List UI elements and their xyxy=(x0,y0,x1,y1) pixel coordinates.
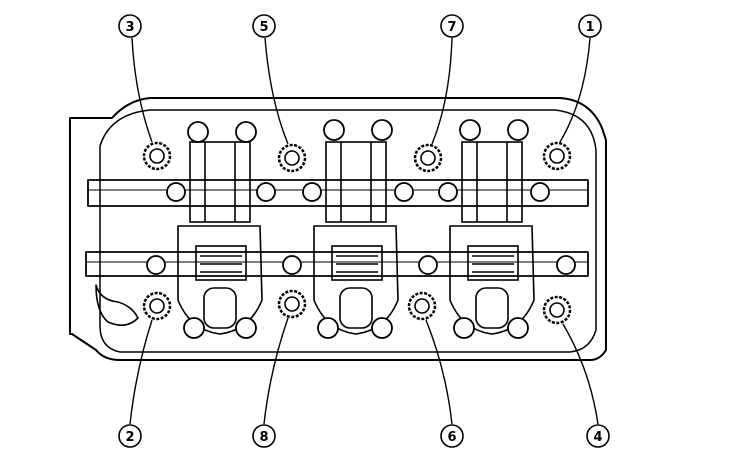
valve-stem xyxy=(317,317,339,339)
valve-stem xyxy=(459,119,481,141)
shaft-support xyxy=(418,255,438,275)
shaft-support xyxy=(256,182,276,202)
valve-stem xyxy=(235,317,257,339)
callout-circle-2 xyxy=(118,424,142,448)
rocker-assembly-2 xyxy=(313,141,399,335)
valve-stem xyxy=(507,119,529,141)
callout-label-6: 6 xyxy=(447,430,456,445)
valve-stem xyxy=(371,119,393,141)
callout-label-1: 1 xyxy=(585,20,594,35)
head-bolt xyxy=(142,141,172,171)
leader-line xyxy=(131,37,153,143)
leader-line xyxy=(425,319,453,425)
callout-circle-6 xyxy=(440,424,464,448)
leader-line xyxy=(559,37,591,143)
leader-line xyxy=(264,37,289,145)
leader-line xyxy=(263,317,289,425)
leader-line xyxy=(129,319,153,425)
shaft-support xyxy=(530,182,550,202)
callout-circle-3 xyxy=(118,14,142,38)
callout-label-8: 8 xyxy=(259,430,268,445)
valve-stem xyxy=(323,119,345,141)
rocker-shaft-upper xyxy=(87,179,589,207)
head-bolt xyxy=(542,141,572,171)
callout-label-4: 4 xyxy=(593,430,602,445)
head-bolt xyxy=(142,291,172,321)
head-bolt xyxy=(407,291,437,321)
rocker-assembly-3 xyxy=(449,141,535,335)
shaft-support xyxy=(166,182,186,202)
callout-circle-7 xyxy=(440,14,464,38)
valve-stem xyxy=(371,317,393,339)
shaft-support xyxy=(556,255,576,275)
valve-stem xyxy=(187,121,209,143)
head-inner-outline xyxy=(99,109,597,353)
callout-circle-5 xyxy=(252,14,276,38)
head-bolt xyxy=(277,143,307,173)
head-bolt xyxy=(413,143,443,173)
leader-line xyxy=(431,37,453,145)
shaft-support xyxy=(302,182,322,202)
callout-label-3: 3 xyxy=(125,20,134,35)
valve-stem xyxy=(507,317,529,339)
callout-circle-8 xyxy=(252,424,276,448)
leader-line xyxy=(562,323,599,425)
head-bolt xyxy=(277,289,307,319)
callout-label-2: 2 xyxy=(125,430,134,445)
shaft-support xyxy=(438,182,458,202)
rocker-assembly-1 xyxy=(177,141,263,335)
valve-stem xyxy=(235,121,257,143)
head-bolt xyxy=(542,295,572,325)
callout-label-5: 5 xyxy=(259,20,268,35)
callout-circle-1 xyxy=(578,14,602,38)
shaft-support xyxy=(394,182,414,202)
callout-circle-4 xyxy=(586,424,610,448)
valve-stem xyxy=(453,317,475,339)
callout-label-7: 7 xyxy=(447,20,456,35)
valve-stem xyxy=(183,317,205,339)
shaft-support xyxy=(282,255,302,275)
rocker-shaft-lower xyxy=(85,251,589,277)
shaft-support xyxy=(146,255,166,275)
